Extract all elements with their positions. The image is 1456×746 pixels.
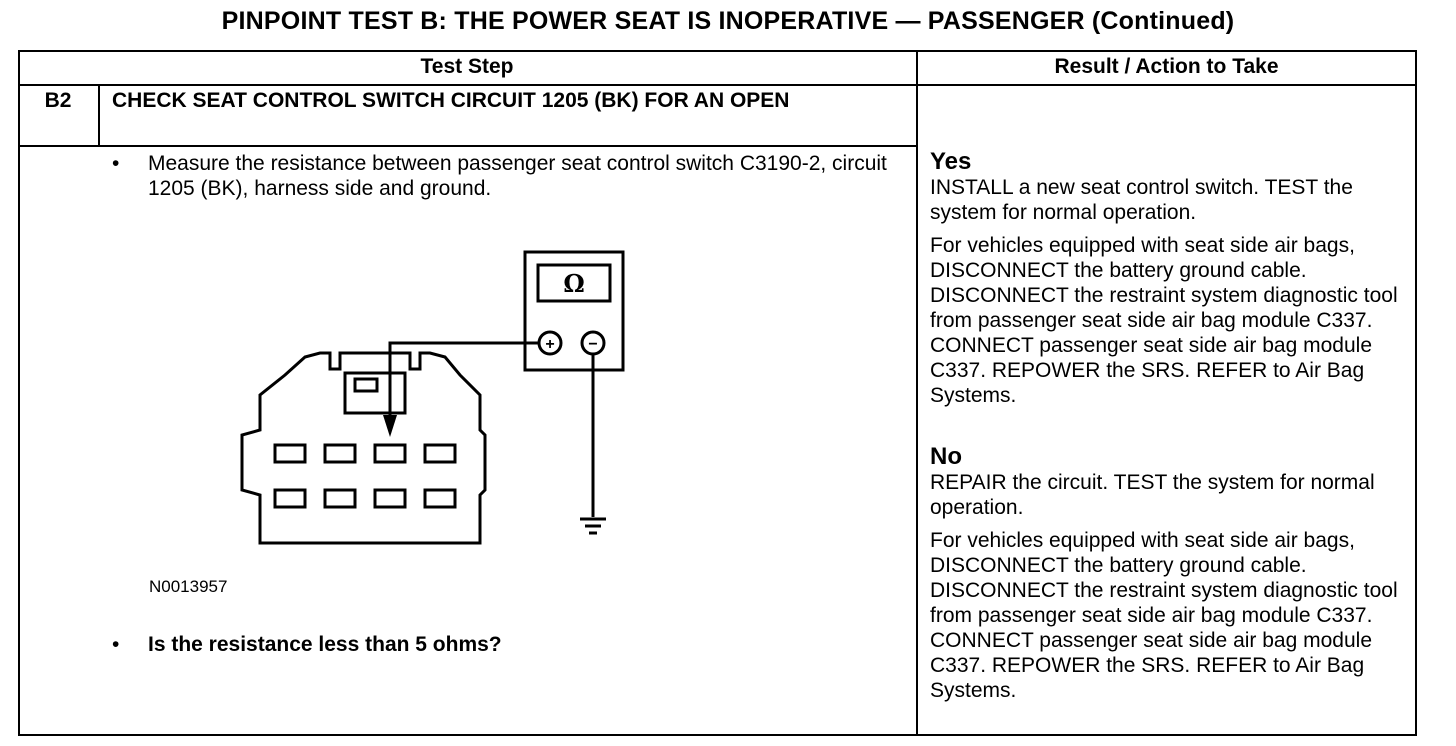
ohmmeter-connector-diagram: Ω + − — [240, 250, 625, 545]
figure-id: N0013957 — [149, 577, 228, 596]
test-table — [18, 50, 1417, 736]
no-action: REPAIR the circuit. TEST the system for … — [930, 471, 1375, 519]
column-divider — [916, 50, 918, 736]
ohm-symbol: Ω — [563, 269, 584, 298]
yes-action: INSTALL a new seat control switch. TEST … — [930, 176, 1353, 224]
step-id-divider — [98, 84, 100, 146]
step-title: CHECK SEAT CONTROL SWITCH CIRCUIT 1205 (… — [112, 89, 790, 112]
bullet-icon: • — [112, 152, 120, 175]
yes-note: For vehicles equipped with seat side air… — [930, 234, 1398, 407]
page-title: PINPOINT TEST B: THE POWER SEAT IS INOPE… — [221, 7, 1235, 35]
minus-terminal-label: − — [588, 336, 597, 353]
plus-terminal-label: + — [545, 336, 554, 353]
no-label: No — [930, 443, 962, 470]
yes-label: Yes — [930, 148, 972, 175]
header-test-step: Test Step — [420, 55, 514, 78]
step-id: B2 — [44, 89, 72, 112]
no-note: For vehicles equipped with seat side air… — [930, 529, 1398, 702]
header-result: Result / Action to Take — [1054, 55, 1279, 78]
bullet-icon: • — [112, 633, 120, 656]
step-instruction: Measure the resistance between passenger… — [148, 152, 887, 200]
no-result: No REPAIR the circuit. TEST the system f… — [930, 444, 1414, 703]
step-title-divider — [18, 145, 918, 147]
step-question: Is the resistance less than 5 ohms? — [148, 633, 502, 656]
yes-result: Yes INSTALL a new seat control switch. T… — [930, 149, 1414, 408]
header-divider — [18, 84, 1417, 86]
